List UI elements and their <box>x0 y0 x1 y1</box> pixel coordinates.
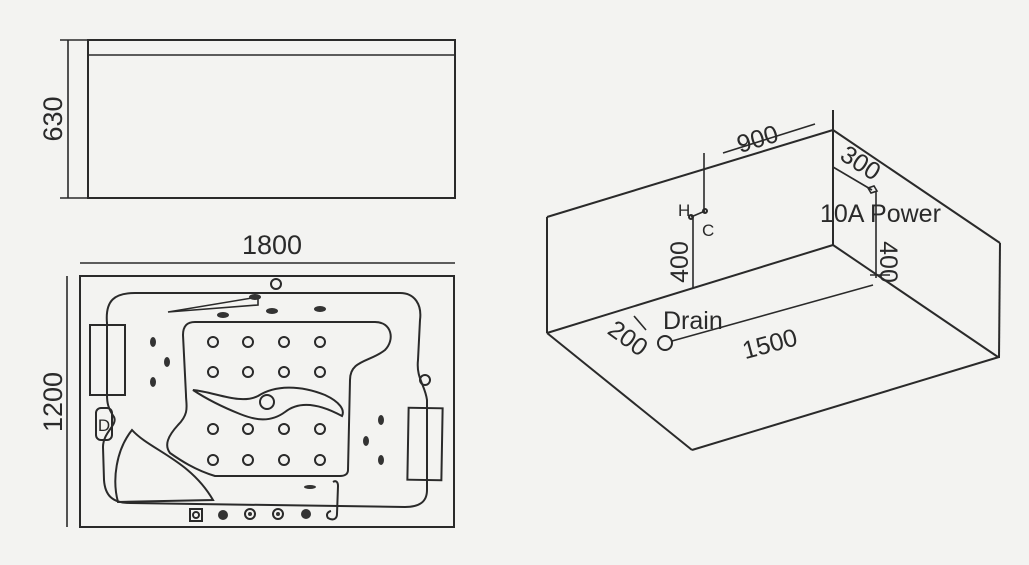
power-supply: 300 10A Power 400 <box>820 140 941 283</box>
water-height-label: 400 <box>666 241 694 283</box>
lounge-seat <box>114 428 215 504</box>
control-button-center <box>192 511 200 519</box>
water-jet <box>314 306 326 312</box>
air-jet <box>314 336 326 348</box>
install-view: 900 H C 400 300 10A Power 400 Drain 200 <box>546 110 1001 451</box>
control-valve[interactable] <box>272 508 284 520</box>
water-jet <box>378 455 384 465</box>
water-jet <box>249 294 261 300</box>
drain-marker-label: D <box>98 416 110 435</box>
air-jet <box>207 366 219 378</box>
water-jet <box>150 337 156 347</box>
top-view: 1800 1200 D <box>38 230 455 528</box>
footwell <box>166 321 392 477</box>
top-fitting <box>270 278 282 290</box>
hot-label: H <box>678 201 690 220</box>
cold-connection <box>702 208 708 214</box>
hand-shower[interactable] <box>326 480 340 521</box>
air-jet <box>278 366 290 378</box>
air-jet <box>242 423 254 435</box>
air-jet <box>207 454 219 466</box>
installation-box <box>546 110 1001 451</box>
air-jet <box>314 423 326 435</box>
water-jet <box>363 436 369 446</box>
headrest-left <box>89 324 126 396</box>
center-jet <box>259 394 275 410</box>
air-jet <box>207 336 219 348</box>
hot-connection <box>688 214 694 220</box>
air-jet <box>314 366 326 378</box>
air-jet <box>242 336 254 348</box>
water-jet <box>378 415 384 425</box>
air-jet <box>242 366 254 378</box>
tub-top-outline <box>79 275 455 528</box>
power-height-label: 400 <box>874 241 902 283</box>
side-elevation: 630 <box>38 39 456 199</box>
length-label: 1800 <box>242 230 302 260</box>
jet-grid <box>207 336 326 466</box>
air-jet <box>242 454 254 466</box>
tub-side-outline <box>87 39 456 199</box>
water-supply: H C 400 <box>666 153 714 288</box>
control-valve[interactable] <box>244 508 256 520</box>
water-jet <box>304 485 316 489</box>
drain-distance-label: 1500 <box>739 324 800 365</box>
air-jet <box>314 454 326 466</box>
water-jet <box>150 377 156 387</box>
water-jet <box>266 308 278 314</box>
side-jets <box>150 294 384 489</box>
side-height-label: 630 <box>38 96 68 141</box>
tub-rim <box>101 292 428 509</box>
armrest-wave <box>192 386 344 421</box>
install-width-label: 900 <box>734 120 782 159</box>
water-jet <box>217 312 229 318</box>
drain-label: Drain <box>663 307 723 335</box>
width-dimension-line <box>722 123 816 154</box>
control-button[interactable] <box>189 508 203 522</box>
drain: Drain 200 1500 <box>603 284 874 365</box>
air-jet <box>278 454 290 466</box>
waterfall-spout <box>167 296 259 313</box>
drain-outlet <box>657 335 673 351</box>
air-jet <box>207 423 219 435</box>
water-jet <box>164 357 170 367</box>
drain-marker-box <box>95 407 113 441</box>
air-jet <box>278 423 290 435</box>
air-jet <box>278 336 290 348</box>
control-knob[interactable] <box>218 510 228 520</box>
power-offset-label: 300 <box>835 140 885 186</box>
side-fitting <box>419 374 431 386</box>
width-label: 1200 <box>38 372 68 432</box>
drain-offset-label: 200 <box>603 315 653 362</box>
power-label: 10A Power <box>820 200 941 228</box>
diverter[interactable] <box>301 509 311 519</box>
headrest-right <box>406 406 444 482</box>
height-dimension: 630 <box>38 39 88 199</box>
cold-label: C <box>702 221 714 240</box>
control-panel <box>189 480 340 522</box>
